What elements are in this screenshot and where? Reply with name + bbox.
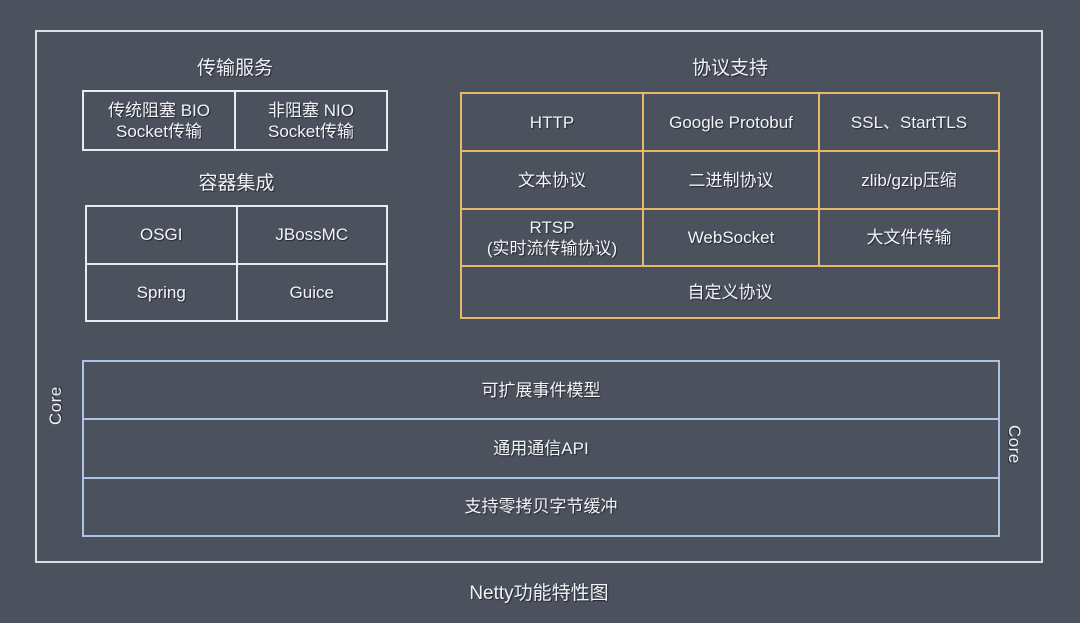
protocol-cell-large-file-transfer[interactable]: 大文件传输 <box>818 210 998 265</box>
table-row: 自定义协议 <box>462 265 998 317</box>
diagram-caption: Netty功能特性图 <box>469 583 609 604</box>
protocol-cell-binary-protocol[interactable]: 二进制协议 <box>642 152 818 208</box>
table-row: 通用通信API <box>84 418 998 476</box>
core-label-left: Core <box>46 386 65 425</box>
container-cell-jbossmc[interactable]: JBossMC <box>235 207 387 263</box>
section-title-protocol: 协议支持 <box>691 58 768 79</box>
transport-service-box: 传统阻塞 BIO Socket传输 非阻塞 NIO Socket传输 <box>82 90 388 151</box>
table-row: 支持零拷贝字节缓冲 <box>84 476 998 535</box>
section-title-container: 容器集成 <box>198 173 275 194</box>
core-box: 可扩展事件模型 通用通信API 支持零拷贝字节缓冲 <box>82 360 1000 537</box>
transport-cell-nio[interactable]: 非阻塞 NIO Socket传输 <box>234 92 386 149</box>
core-label-right: Core <box>1005 425 1024 464</box>
protocol-cell-google-protobuf[interactable]: Google Protobuf <box>642 94 818 150</box>
protocol-support-box: HTTP Google Protobuf SSL、StartTLS 文本协议 二… <box>460 92 1000 319</box>
table-row: HTTP Google Protobuf SSL、StartTLS <box>462 94 998 150</box>
container-cell-spring[interactable]: Spring <box>136 282 186 302</box>
table-row: 传统阻塞 BIO Socket传输 非阻塞 NIO Socket传输 <box>84 92 386 149</box>
section-title-transport: 传输服务 <box>196 58 273 79</box>
table-row: 可扩展事件模型 <box>84 362 998 418</box>
protocol-cell-ssl-starttls[interactable]: SSL、StartTLS <box>818 94 998 150</box>
table-row: OSGI JBossMC <box>87 207 386 263</box>
protocol-cell-zlib-gzip[interactable]: zlib/gzip压缩 <box>818 152 998 208</box>
protocol-cell-rtsp[interactable]: RTSP (实时流传输协议) <box>486 217 618 258</box>
protocol-cell-http[interactable]: HTTP <box>529 112 575 132</box>
table-row: RTSP (实时流传输协议) WebSocket 大文件传输 <box>462 208 998 265</box>
core-cell-universal-api[interactable]: 通用通信API <box>493 438 589 458</box>
core-cell-zero-copy-buffer[interactable]: 支持零拷贝字节缓冲 <box>464 497 618 517</box>
transport-cell-bio[interactable]: 传统阻塞 BIO Socket传输 <box>107 100 210 141</box>
container-integration-box: OSGI JBossMC Spring Guice <box>85 205 388 322</box>
protocol-cell-text-protocol[interactable]: 文本协议 <box>518 170 586 190</box>
protocol-cell-custom-protocol[interactable]: 自定义协议 <box>687 282 773 302</box>
table-row: Spring Guice <box>87 262 387 320</box>
diagram-outer-frame <box>35 30 1043 563</box>
core-cell-event-model[interactable]: 可扩展事件模型 <box>481 380 601 400</box>
table-row: 文本协议 二进制协议 zlib/gzip压缩 <box>462 150 998 208</box>
protocol-cell-websocket[interactable]: WebSocket <box>642 210 818 265</box>
container-cell-osgi[interactable]: OSGI <box>139 225 183 245</box>
container-cell-guice[interactable]: Guice <box>235 264 387 320</box>
